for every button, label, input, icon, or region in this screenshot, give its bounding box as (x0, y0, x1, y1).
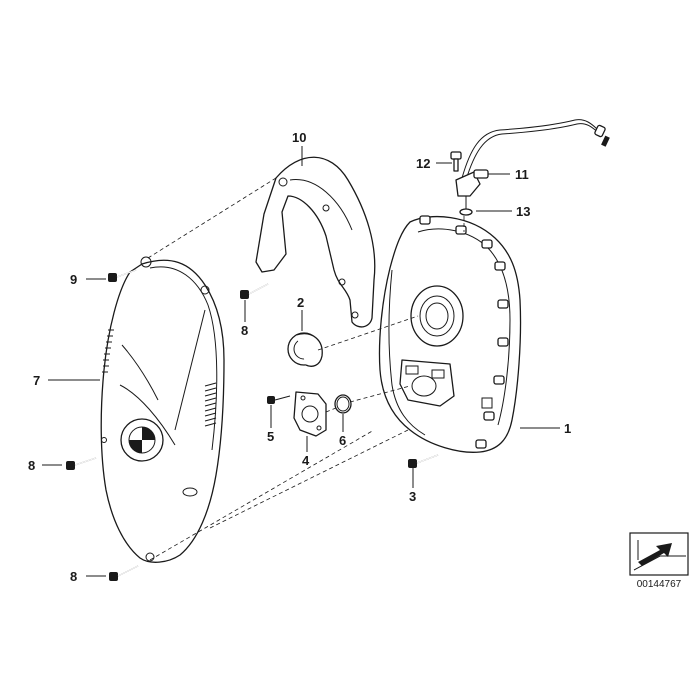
small-o-ring[interactable] (459, 208, 473, 216)
callout-8-lower[interactable]: 8 (70, 569, 77, 584)
callout-9[interactable]: 9 (70, 272, 77, 287)
bolt-5[interactable] (267, 395, 291, 404)
callout-12[interactable]: 12 (416, 156, 430, 171)
callout-labels: 1 2 3 4 5 6 7 8 8 8 9 10 11 12 13 (28, 130, 571, 584)
lower-window (399, 359, 455, 407)
callout-5[interactable]: 5 (267, 429, 274, 444)
leader-lines (42, 146, 560, 577)
callout-6[interactable]: 6 (339, 433, 346, 448)
callout-8-middle[interactable]: 8 (28, 458, 35, 473)
callout-11[interactable]: 11 (515, 167, 529, 182)
seal-bore (410, 285, 464, 347)
reference-number: 00144767 (637, 579, 682, 590)
timing-chain-cover[interactable] (255, 156, 376, 328)
callout-10[interactable]: 10 (292, 130, 306, 145)
callout-13[interactable]: 13 (516, 204, 530, 219)
bolt-8-upper[interactable] (240, 283, 269, 299)
arrow-icon (633, 540, 686, 571)
vent-slots (204, 382, 217, 427)
edge-ribs (102, 329, 114, 373)
shaft-seal-ring[interactable] (287, 332, 323, 367)
inner-housing-cover[interactable] (378, 215, 522, 453)
callout-7[interactable]: 7 (33, 373, 40, 388)
bolt-bosses (419, 215, 509, 449)
callout-2[interactable]: 2 (297, 295, 304, 310)
reference-box: 00144767 (629, 532, 689, 590)
callout-3[interactable]: 3 (409, 489, 416, 504)
bolt-8-middle[interactable] (66, 457, 97, 470)
outer-engine-cover[interactable] (100, 256, 225, 563)
sensor-cable[interactable] (455, 119, 610, 210)
bolt-9[interactable] (108, 269, 137, 282)
assembly-lines (147, 177, 465, 561)
bolt-8-lower[interactable] (109, 565, 139, 581)
sensor-screw[interactable] (450, 151, 462, 172)
bolt-3[interactable] (408, 454, 439, 468)
brand-emblem (120, 418, 164, 462)
flange-plate[interactable] (293, 391, 327, 437)
callout-8-upper[interactable]: 8 (241, 323, 248, 338)
callout-4[interactable]: 4 (302, 453, 310, 468)
callout-1[interactable]: 1 (564, 421, 571, 436)
o-ring[interactable] (334, 394, 352, 414)
